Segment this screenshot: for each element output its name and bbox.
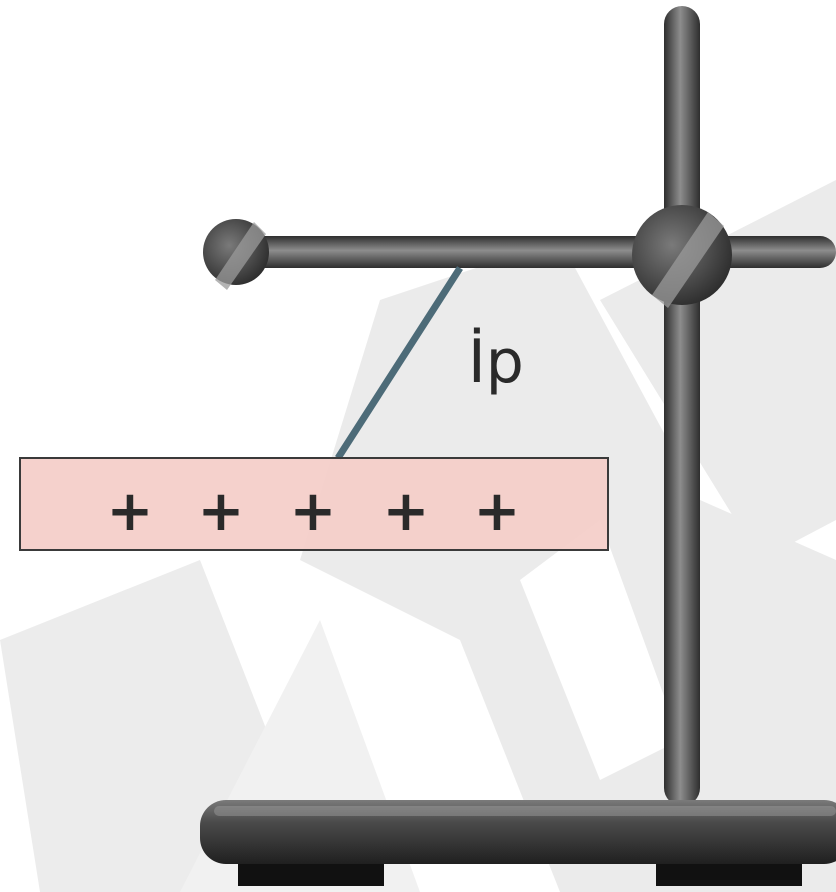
stand-pole	[664, 6, 700, 806]
stand-base	[200, 800, 836, 864]
end-knob-icon	[203, 219, 269, 290]
stand-base-highlight	[214, 806, 836, 816]
charged-rod: + + + + +	[19, 457, 609, 551]
charge-symbol: +	[290, 479, 337, 544]
string-label: İp	[468, 326, 524, 397]
charge-symbol: +	[474, 479, 521, 544]
charge-symbol: +	[383, 479, 430, 544]
charge-symbol: +	[107, 479, 154, 544]
stand-arm	[230, 236, 836, 268]
string-line	[335, 266, 463, 460]
clamp-knob-icon	[632, 205, 732, 308]
rod-body	[19, 457, 609, 551]
charge-symbol: +	[198, 479, 245, 544]
